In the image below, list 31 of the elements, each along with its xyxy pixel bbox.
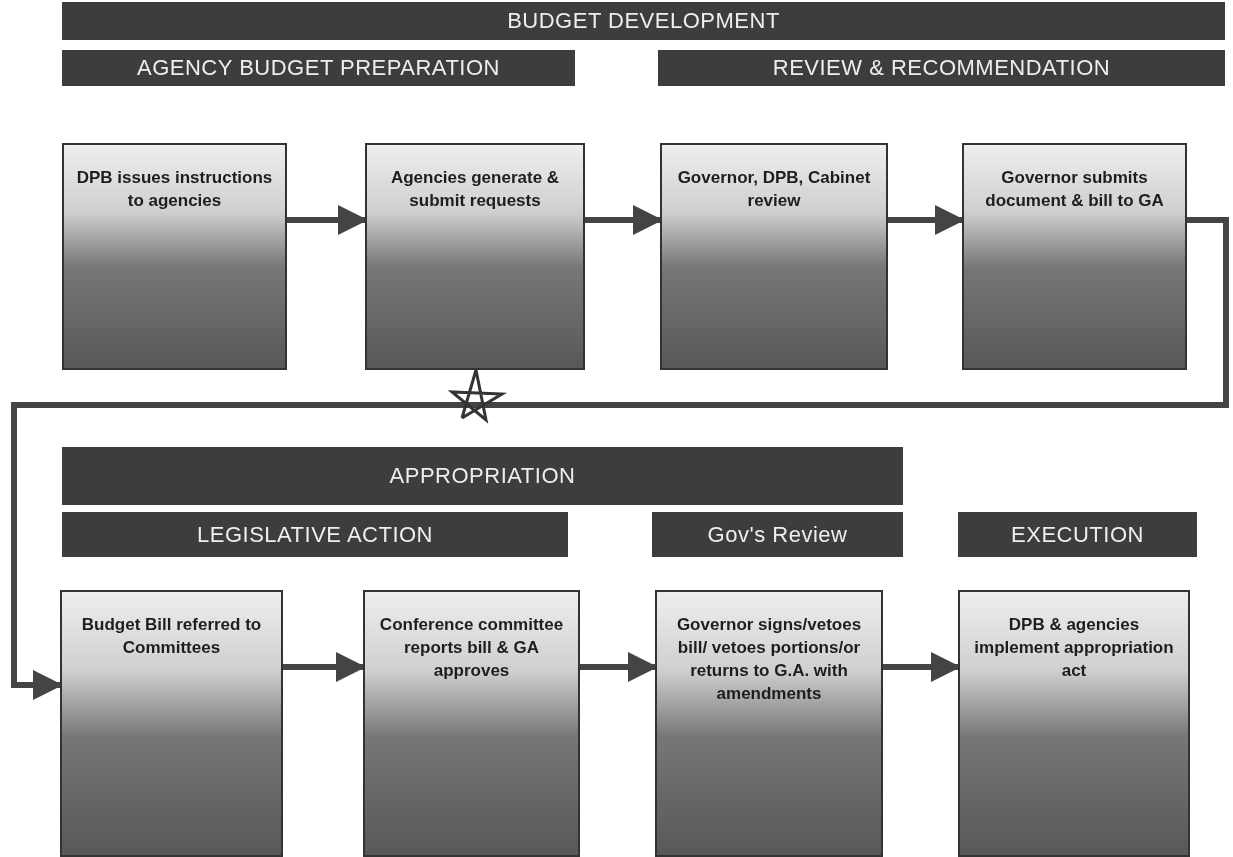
header-label: REVIEW & RECOMMENDATION [772,55,1111,81]
phase-header [62,447,903,505]
arrow [11,217,1229,700]
phase-header [62,50,575,86]
process-box [365,143,585,370]
phase-header [62,2,1225,40]
header-label: BUDGET DEVELOPMENT [507,8,780,34]
process-box [62,143,287,370]
step-text: Governor submits document & bill to GA [984,167,1165,212]
step-text: Conference committee reports bill & GA approves [378,614,565,682]
process-box [655,590,883,857]
step-text: Agencies generate & submit requests [389,167,561,212]
phase-header [658,50,1225,86]
phase-header [62,512,568,557]
phase-header [652,512,903,557]
header-label: Gov's Review [707,521,848,548]
phase-header [958,512,1197,557]
header-label: LEGISLATIVE ACTION [197,521,433,548]
process-box [962,143,1187,370]
header-label: EXECUTION [1011,521,1144,548]
step-text: Governor, DPB, Cabinet review [676,167,872,212]
process-box [958,590,1190,857]
process-box [60,590,283,857]
step-text: Governor signs/vetoes bill/ vetoes portions/or returns to G.A. with amendments [675,614,863,705]
step-text: DPB & agencies implement appropriation act [973,614,1175,682]
process-box [660,143,888,370]
header-label: AGENCY BUDGET PREPARATION [137,55,500,81]
step-text: DPB issues instructions to agencies [75,167,274,212]
step-text: Budget Bill referred to Committees [80,614,263,659]
process-box [363,590,580,857]
header-label: APPROPRIATION [389,463,576,489]
